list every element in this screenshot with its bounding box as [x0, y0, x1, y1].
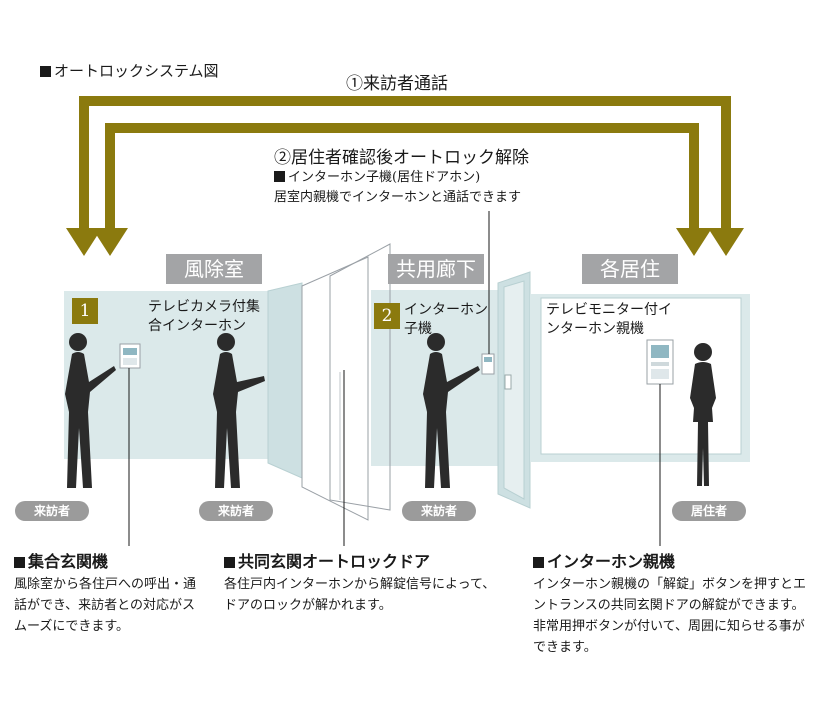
diagram-title-text: オートロックシステム図 [54, 62, 219, 80]
square-bullet-icon [40, 66, 51, 77]
entrance-intercom-label: テレビカメラ付集合インターホン [148, 299, 260, 334]
master-monitor-label: テレビモニター付インターホン親機 [546, 302, 672, 337]
vestibule-side-wall [267, 282, 303, 479]
zone-residence: 各居住 [582, 254, 678, 284]
visitor-badge: 来訪者 [15, 501, 89, 521]
note-door-heading: 共同玄関オートロックドア [224, 552, 430, 572]
note-door-text: 各住戸内インターホンから解錠信号によって、ドアのロックが解かれます。 [224, 577, 496, 613]
note-door-heading-text: 共同玄関オートロックドア [238, 552, 431, 571]
visitor-figure [65, 333, 116, 488]
flow-arrows [66, 96, 744, 256]
zone-vestibule: 風除室 [166, 254, 262, 284]
visitor-figure [213, 333, 265, 488]
glass-door-right [329, 243, 391, 511]
note-entrance-heading: 集合玄関機 [14, 552, 108, 572]
door-intercom-label-text: インターホン子機(居住ドアホン) [288, 170, 481, 185]
glass-door-left [301, 256, 369, 521]
call-arrow-head-left [66, 228, 102, 256]
note-master-text: インターホン親機の「解錠」ボタンを押すとエントランスの共同玄関ドアの解錠ができま… [533, 577, 807, 655]
visitor-figure [423, 333, 480, 488]
door-intercom-box-label: インターホン子機 [404, 302, 488, 337]
square-bullet-icon [533, 557, 544, 568]
master-monitor-icon [646, 339, 674, 385]
note-master-heading-text: インターホン親機 [547, 552, 676, 571]
unlock-arrow-line [105, 123, 699, 228]
visitor-badge: 来訪者 [402, 501, 476, 521]
door-intercom-icon [481, 353, 495, 375]
diagram-title: オートロックシステム図 [40, 62, 219, 81]
door-intercom-desc: 居室内親機でインターホンと通話できます [274, 190, 522, 205]
door-intercom-label: インターホン子機(居住ドアホン) [274, 170, 480, 186]
unlock-arrow-head-right [676, 228, 712, 256]
device-number-badge: 2 [374, 303, 400, 329]
call-arrow-head-right [708, 228, 744, 256]
unlock-flow-label: ②居住者確認後オートロック解除 [274, 148, 529, 168]
note-entrance-text: 風除室から各住戸への呼出・通話ができ、来訪者との対応がスムーズにできます。 [14, 577, 197, 634]
unlock-arrow-head-left [92, 228, 128, 256]
resident-figure [690, 343, 716, 486]
zone-corridor: 共用廊下 [388, 254, 484, 284]
visitor-badge: 来訪者 [199, 501, 273, 521]
resident-badge: 居住者 [672, 501, 746, 521]
auto-lock-door [301, 243, 391, 521]
square-bullet-icon [274, 171, 285, 182]
square-bullet-icon [224, 557, 235, 568]
note-entrance-heading-text: 集合玄関機 [28, 552, 109, 571]
entrance-intercom-icon [119, 343, 141, 369]
call-arrow-line [79, 96, 731, 228]
entrance-door-frame [503, 280, 525, 500]
door-handle [504, 374, 512, 390]
device-number-badge: 1 [72, 298, 98, 324]
call-flow-label: ①来訪者通話 [346, 74, 448, 94]
square-bullet-icon [14, 557, 25, 568]
note-master-heading: インターホン親機 [533, 552, 675, 572]
